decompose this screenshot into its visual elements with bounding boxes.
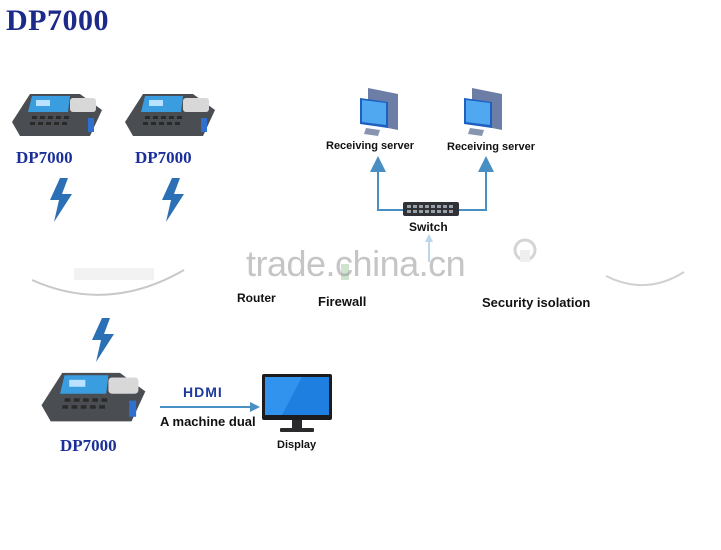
dual-screen-label: A machine dual [160, 414, 256, 429]
wireless-lightning-icon [162, 178, 184, 222]
server-icon [360, 88, 398, 136]
wireless-lightning-icon [50, 178, 72, 222]
server-label: Receiving server [447, 141, 536, 153]
server-icon [464, 88, 502, 136]
security-isolation-label: Security isolation [482, 295, 591, 310]
switch-connector-arrows [370, 156, 494, 211]
router-label: Router [237, 291, 276, 305]
switch-label: Switch [409, 220, 448, 234]
pos-terminal-icon [41, 372, 146, 422]
device-label: DP7000 [16, 148, 73, 167]
hdmi-label: HDMI [183, 384, 223, 400]
firewall-connector [425, 234, 433, 262]
device-label: DP7000 [60, 436, 117, 455]
page-title: DP7000 [6, 4, 109, 37]
pos-terminal-icon [125, 94, 215, 136]
security-icon [513, 238, 537, 262]
firewall-icon [341, 264, 349, 280]
device-label: DP7000 [135, 148, 192, 167]
monitor-icon [262, 374, 332, 432]
wireless-lightning-icon [92, 318, 114, 362]
pos-terminal-icon [12, 94, 102, 136]
switch-icon [403, 202, 459, 216]
base-station-arc [31, 268, 185, 296]
watermark: trade.china.cn [246, 243, 466, 284]
hdmi-arrow [160, 402, 260, 412]
network-cloud-arc [605, 271, 685, 286]
firewall-label: Firewall [318, 294, 367, 309]
server-label: Receiving server [326, 140, 415, 152]
display-label: Display [277, 439, 317, 451]
